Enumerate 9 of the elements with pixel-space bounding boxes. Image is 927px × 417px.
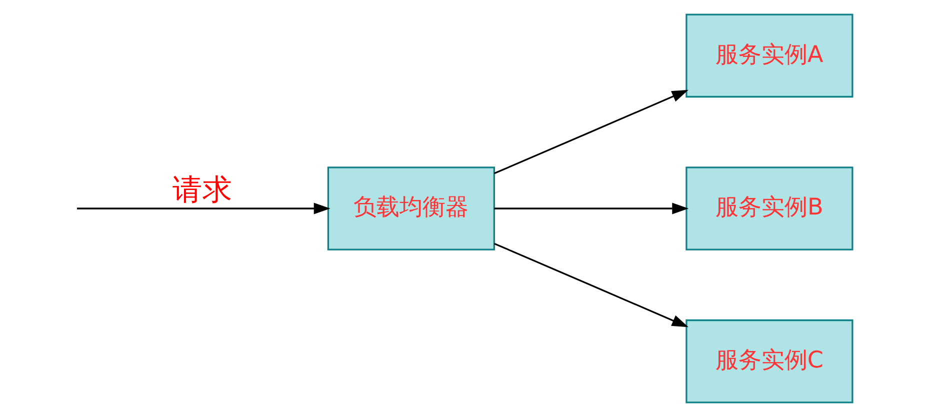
- node-box: 服务实例B: [685, 166, 853, 250]
- arrow: [493, 90, 688, 174]
- node-box: 负载均衡器: [326, 166, 494, 250]
- edge-label: 请求: [172, 172, 232, 206]
- node-box: 服务实例C: [685, 319, 853, 404]
- arrow: [493, 242, 688, 328]
- node-box: 服务实例A: [685, 14, 853, 98]
- arrow: [76, 202, 330, 214]
- arrow: [494, 202, 688, 214]
